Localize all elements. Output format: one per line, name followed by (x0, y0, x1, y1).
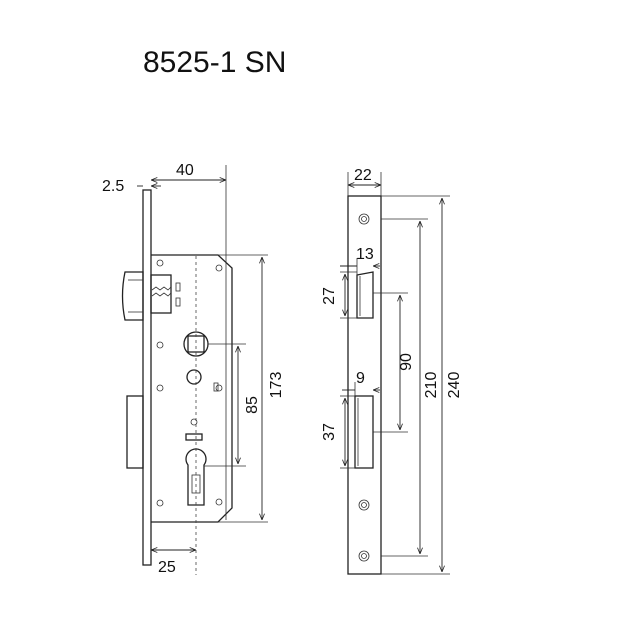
screw-icon (156, 259, 164, 267)
dim-backset: 40 (176, 162, 194, 179)
spindle-square (187, 335, 205, 353)
dim-bolt-height: 37 (321, 423, 338, 441)
dim-latch-offset: 13 (356, 246, 374, 263)
screw-icon (215, 384, 223, 392)
dim-faceplate-width: 22 (354, 167, 372, 184)
latch-opening (356, 271, 374, 319)
cylinder-screw-slot (185, 433, 203, 441)
dim-latch-height: 27 (321, 287, 338, 305)
latch-spring (151, 286, 172, 297)
dim-backset-offset: 2.5 (102, 178, 124, 195)
screw-icon (215, 264, 223, 272)
auxiliary-follower (186, 369, 202, 385)
side-view: 22 13 27 90 210 240 9 37 (321, 167, 463, 575)
dim-bolt-offset: 9 (356, 370, 365, 387)
dim-center-distance: 85 (244, 396, 261, 414)
latch-mechanism (150, 274, 172, 314)
dim-bottom-backset: 25 (158, 559, 176, 576)
lock-case (151, 254, 233, 523)
screw-hole-icon (358, 213, 370, 225)
latch-bolt (121, 271, 144, 321)
screw-icon (156, 341, 164, 349)
side-faceplate (347, 195, 382, 575)
dim-screw-pitch: 210 (423, 372, 440, 399)
dim-body-height: 173 (268, 372, 285, 399)
screw-icon (215, 498, 223, 506)
deadbolt (126, 395, 144, 469)
front-view: 2.5 40 85 173 25 (102, 162, 285, 576)
screw-icon (190, 418, 198, 426)
front-faceplate (142, 189, 152, 566)
screw-hole-icon (358, 550, 370, 562)
screw-icon (156, 384, 164, 392)
dim-latch-to-bolt: 90 (398, 353, 415, 371)
product-title: 8525-1 SN (143, 46, 286, 79)
dim-faceplate-length: 240 (446, 372, 463, 399)
screw-icon (156, 499, 164, 507)
screw-hole-icon (358, 499, 370, 511)
cylinder-cutout (185, 448, 207, 506)
